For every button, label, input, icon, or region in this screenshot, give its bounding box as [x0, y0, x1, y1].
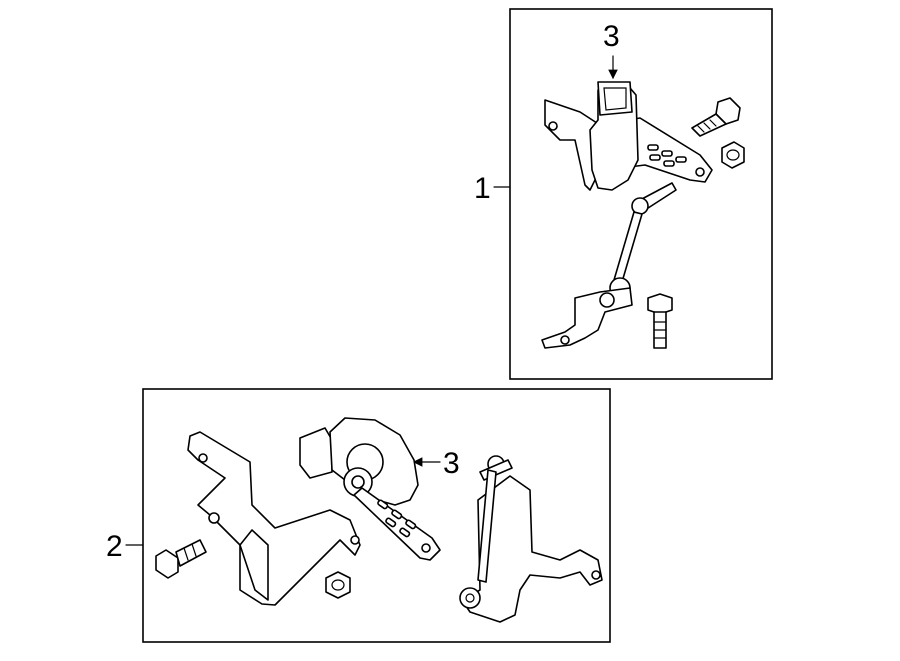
nut-lower	[325, 571, 351, 599]
nut-upper	[721, 141, 745, 169]
assembly-2-frame	[142, 388, 611, 643]
bracket-lower-left	[187, 431, 361, 606]
bolt-upper	[691, 97, 741, 137]
bolt-lower-2	[155, 539, 207, 579]
link-rod-upper	[609, 182, 677, 299]
callout-2: 2	[106, 530, 123, 563]
link-rod-lower	[459, 455, 603, 623]
bolt-lower-1	[647, 293, 673, 349]
lower-bracket-1	[541, 287, 633, 349]
assembly-1-frame	[509, 8, 773, 380]
callout-3-upper: 3	[603, 20, 620, 53]
callout-1: 1	[474, 172, 491, 205]
upper-sensor-assembly	[544, 81, 713, 191]
lower-sensor-assembly	[299, 417, 441, 561]
callout-3-lower: 3	[443, 447, 460, 480]
